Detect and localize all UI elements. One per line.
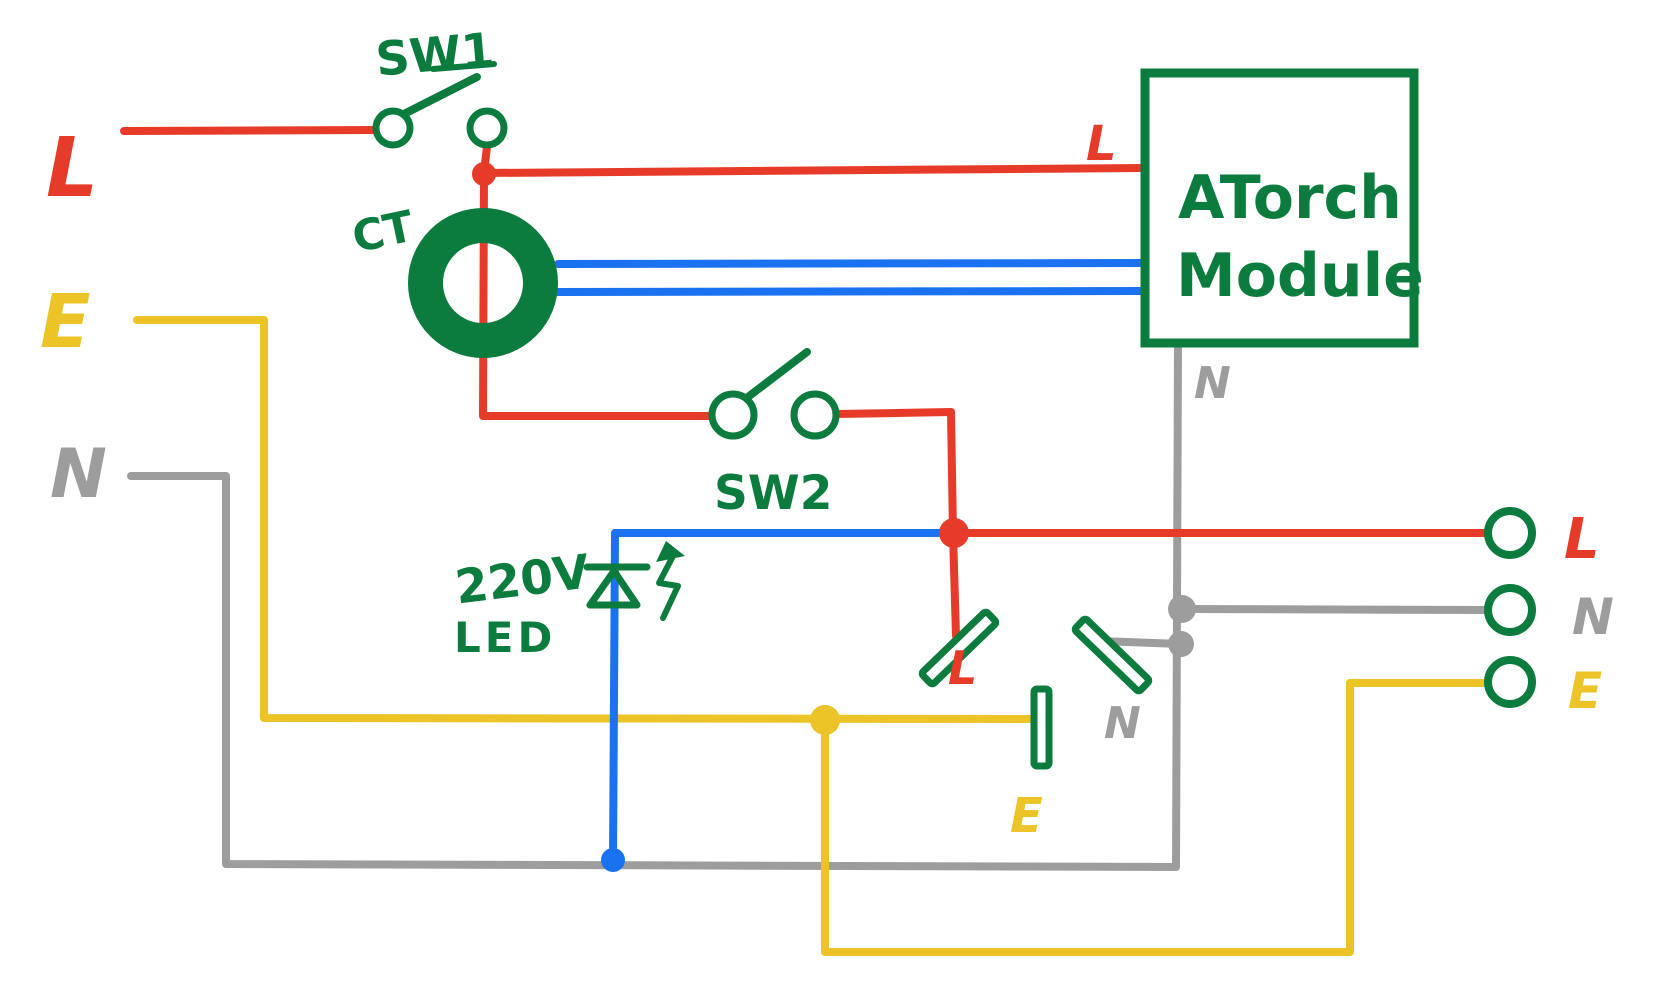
- sw1-label-underline: [430, 61, 497, 72]
- contact-earth-label: E: [1010, 788, 1043, 844]
- earth-wire-input-to-contact: [133, 316, 1037, 723]
- live-wire-net: [120, 126, 1491, 640]
- sw1-blade: [400, 73, 481, 118]
- ct-secondary-wire-lower: [554, 287, 1149, 296]
- neutral-tap-to-terminal: [1177, 605, 1491, 614]
- led-triangle: [586, 567, 641, 609]
- led-lightning-arrow-icon: [656, 553, 681, 621]
- ct-secondary-wires: [554, 259, 1149, 296]
- live-junction-dot-top: [472, 162, 496, 186]
- led-voltage-label: 220V: [452, 544, 593, 615]
- led-wire: [609, 529, 955, 865]
- led-label: LED: [454, 613, 556, 662]
- terminal-earth-label: E: [1568, 662, 1602, 720]
- neutral-junction-dot-upper: [1168, 595, 1196, 623]
- contact-live-label: L: [948, 641, 977, 695]
- module-name-line2: Module: [1176, 241, 1424, 311]
- led-wire-branch: [601, 529, 955, 872]
- terminal-live-label: L: [1564, 507, 1600, 572]
- terminal-neutral-circle: [1484, 584, 1536, 636]
- live-wire-to-contact: [949, 529, 960, 640]
- earth-junction-dot: [810, 705, 840, 735]
- led-lightning-arrowhead: [656, 541, 685, 562]
- input-earth-label: E: [40, 279, 91, 365]
- plug-contact-live: [918, 608, 1000, 688]
- sw1-contact-right: [466, 107, 508, 149]
- sw2-contact-right: [790, 390, 840, 440]
- input-live-label: L: [46, 121, 98, 216]
- live-wire-through-ct: [479, 170, 715, 420]
- terminal-earth-circle: [1484, 656, 1536, 708]
- ct-secondary-wire-upper: [554, 259, 1149, 268]
- sw2-label: SW2: [714, 466, 832, 521]
- neutral-wire-main: [127, 341, 1182, 871]
- earth-wire-to-terminal: [821, 679, 1491, 956]
- module-live-in-label: L: [1086, 116, 1117, 172]
- sw2-contact-left: [708, 390, 758, 440]
- switch-sw1: [372, 61, 508, 149]
- module-neutral-out-label: N: [1194, 358, 1231, 409]
- led-symbol: [583, 541, 685, 621]
- plug-contact-neutral: [1071, 615, 1153, 695]
- live-wire-to-module: [480, 164, 1149, 177]
- input-neutral-label: N: [50, 435, 107, 514]
- live-input-wire: [120, 126, 379, 135]
- sw1-label: SW1: [373, 23, 496, 88]
- sw1-contact-left: [372, 107, 414, 149]
- module-name-line1: ATorch: [1178, 163, 1402, 233]
- terminal-neutral-label: N: [1572, 588, 1614, 646]
- live-junction-dot-mid: [939, 518, 969, 548]
- ct-toroid: [408, 208, 558, 358]
- sw2-blade: [740, 348, 811, 404]
- plug-contact-earth: [1030, 685, 1053, 770]
- neutral-junction-dot-lower: [1168, 631, 1194, 657]
- live-wire-sw2-out: [833, 408, 957, 537]
- contact-neutral-label: N: [1104, 698, 1141, 749]
- earth-wire-net: [133, 316, 1491, 956]
- ct-label: CT: [348, 202, 419, 264]
- switch-sw2: [708, 348, 840, 440]
- atorch-module-box: [1140, 68, 1419, 348]
- output-terminals: [1484, 507, 1536, 708]
- led-neutral-junction-dot: [601, 848, 625, 872]
- terminal-live-circle: [1484, 507, 1536, 559]
